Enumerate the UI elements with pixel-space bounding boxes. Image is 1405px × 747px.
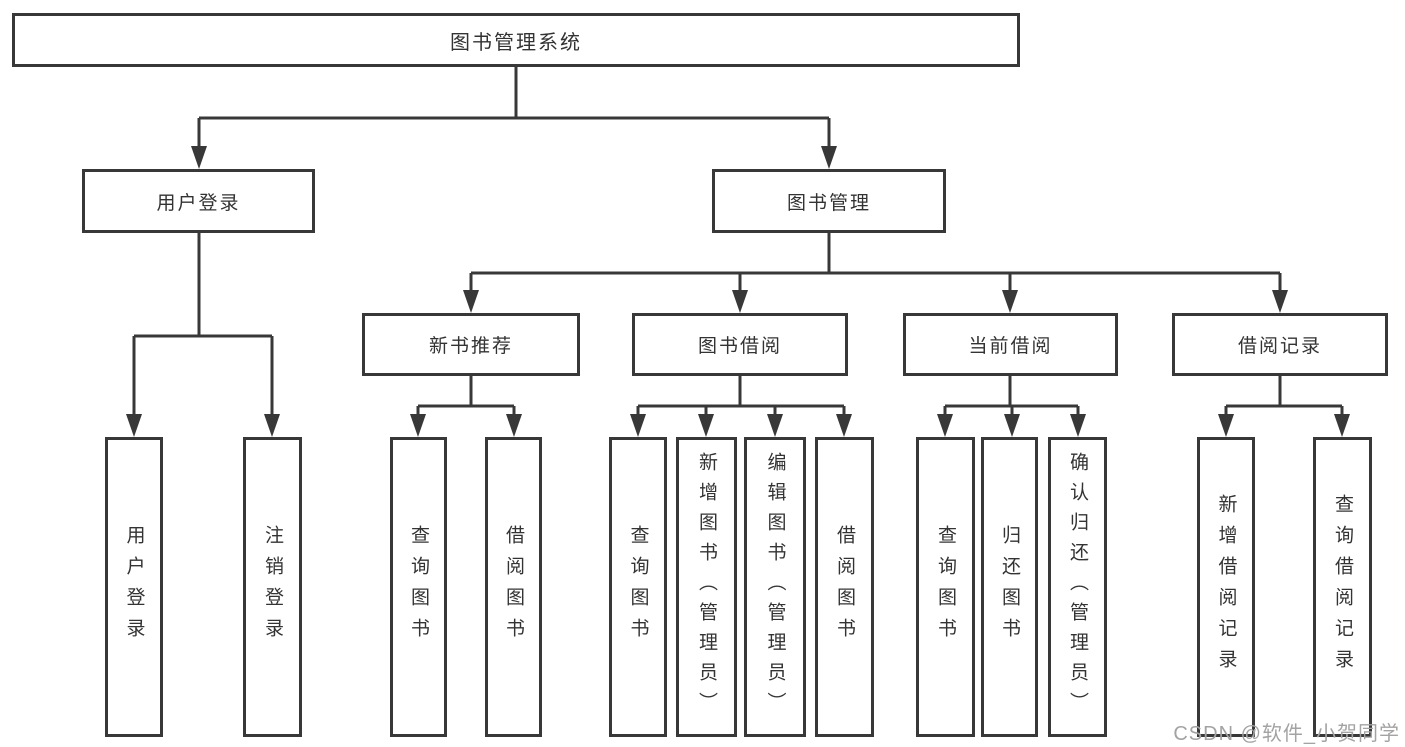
node-label: 查询图书 (935, 525, 956, 649)
leaf-borrow-books-recommendation: 借阅图书 (485, 437, 542, 737)
arrowhead (1004, 414, 1020, 437)
node-label: 查询图书 (408, 525, 429, 649)
arrowhead (836, 414, 852, 437)
leaf-confirm-return-admin: 确认归还（管理员） (1048, 437, 1107, 737)
arrowhead (1272, 290, 1288, 313)
arrowhead (821, 146, 837, 169)
leaf-query-borrow-record: 查询借阅记录 (1313, 437, 1372, 737)
node-new-book-recommendation: 新书推荐 (362, 313, 580, 376)
leaf-edit-books-admin: 编辑图书（管理员） (744, 437, 806, 737)
leaf-add-books-admin: 新增图书（管理员） (676, 437, 737, 737)
node-label: 查询借阅记录 (1332, 494, 1353, 680)
node-current-borrowing: 当前借阅 (903, 313, 1118, 376)
node-label: 新增图书（管理员） (696, 452, 717, 722)
node-label: 新增借阅记录 (1215, 494, 1237, 680)
arrowhead (506, 414, 522, 437)
arrowhead (126, 414, 142, 437)
node-label: 用户登录 (123, 525, 145, 649)
node-user-login: 用户登录 (82, 169, 315, 233)
leaf-add-borrow-record: 新增借阅记录 (1197, 437, 1255, 737)
leaf-user-login: 用户登录 (105, 437, 163, 737)
node-label: 借阅图书 (503, 525, 524, 649)
node-label: 图书管理 (786, 192, 871, 214)
arrowhead (1002, 290, 1018, 313)
arrowhead (463, 290, 479, 313)
arrowhead (630, 414, 646, 437)
arrowhead (1070, 414, 1086, 437)
arrowhead (698, 414, 714, 437)
node-label: 用户登录 (156, 192, 241, 214)
node-label: 借阅图书 (834, 525, 855, 649)
arrowhead (937, 414, 953, 437)
leaf-query-books-recommendation: 查询图书 (390, 437, 447, 737)
node-label: 注销登录 (262, 525, 283, 649)
node-label: 新书推荐 (428, 336, 513, 357)
node-book-borrowing: 图书借阅 (632, 313, 848, 376)
leaf-borrow-books: 借阅图书 (815, 437, 874, 737)
node-borrowing-records: 借阅记录 (1172, 313, 1388, 376)
node-book-management: 图书管理 (712, 169, 946, 233)
node-label: 图书借阅 (697, 336, 782, 357)
leaf-query-books-current: 查询图书 (916, 437, 975, 737)
arrowhead (264, 414, 280, 437)
node-label: 借阅记录 (1237, 336, 1322, 357)
node-label: 编辑图书（管理员） (764, 452, 786, 722)
leaf-return-books: 归还图书 (981, 437, 1038, 737)
arrowhead (732, 290, 748, 313)
csdn-watermark: CSDN @软件_小贺同学 (1173, 723, 1400, 745)
arrowhead (1218, 414, 1234, 437)
arrowhead (767, 414, 783, 437)
arrowhead (410, 414, 426, 437)
node-label: 归还图书 (999, 525, 1020, 649)
node-label: 图书管理系统 (450, 31, 582, 54)
arrowhead (191, 146, 207, 169)
leaf-query-books-borrowing: 查询图书 (609, 437, 667, 737)
node-library-management-system: 图书管理系统 (12, 13, 1020, 67)
node-label: 当前借阅 (968, 336, 1053, 357)
node-label: 查询图书 (627, 525, 649, 649)
arrowhead (1334, 414, 1350, 437)
node-label: 确认归还（管理员） (1067, 452, 1088, 722)
leaf-logout: 注销登录 (243, 437, 302, 737)
